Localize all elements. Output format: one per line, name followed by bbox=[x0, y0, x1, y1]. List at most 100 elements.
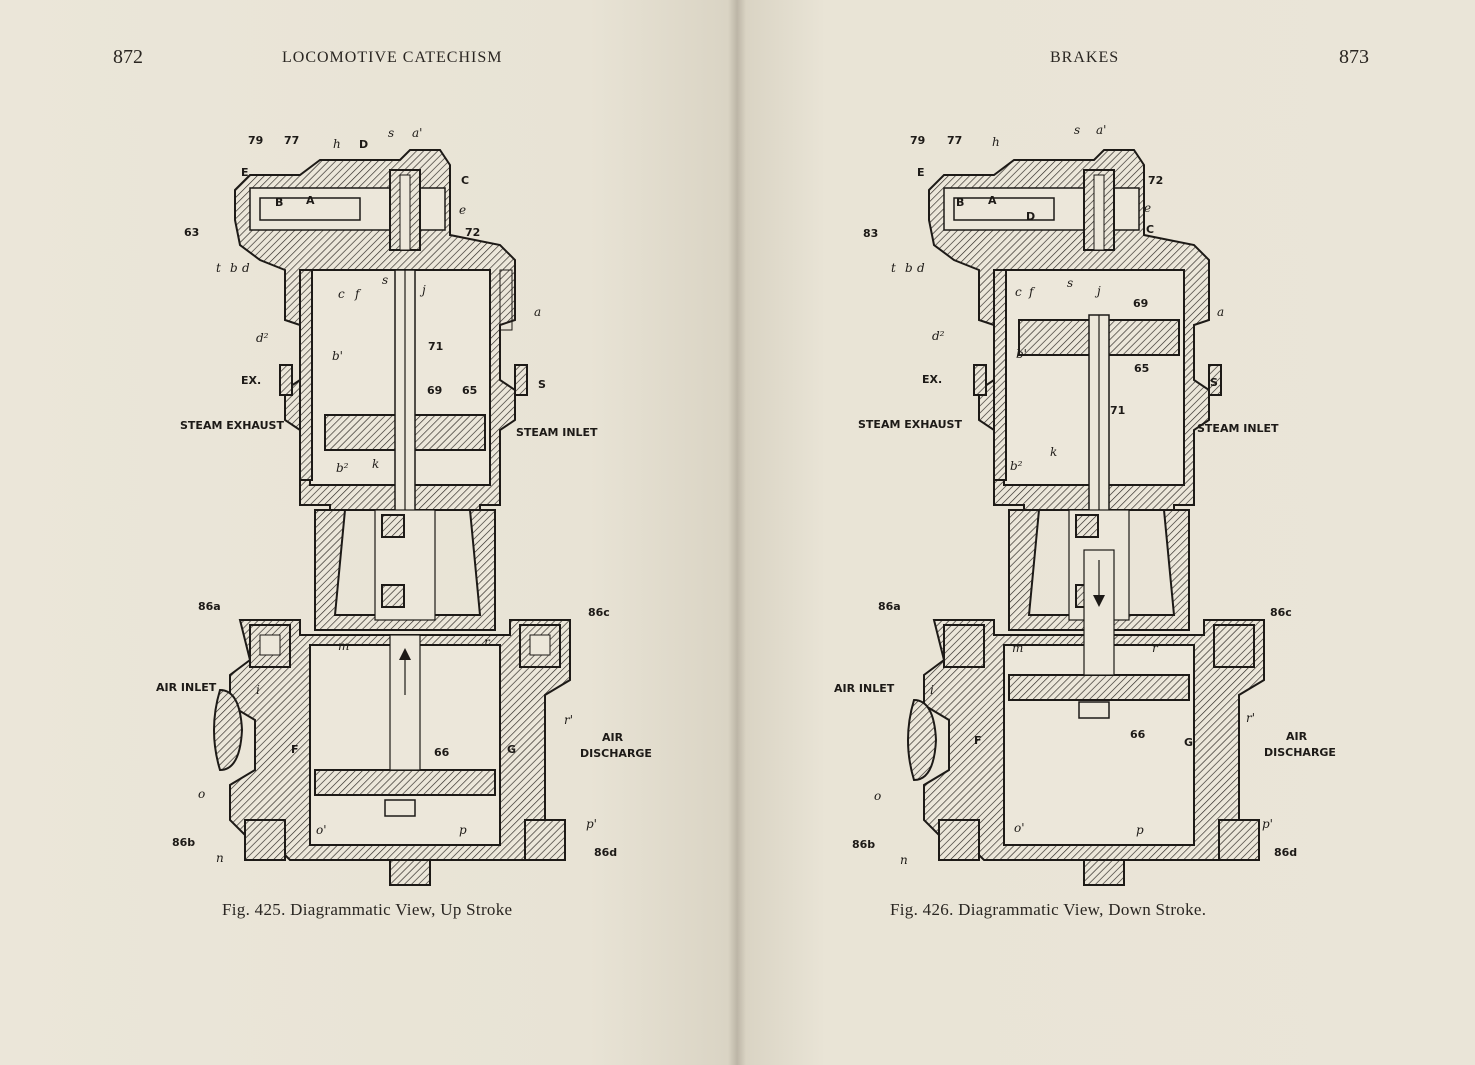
book-gutter bbox=[728, 0, 746, 1065]
label-r: r bbox=[1152, 641, 1159, 655]
label-steam-inlet: STEAM INLET bbox=[1197, 422, 1279, 435]
label-c: c bbox=[338, 287, 345, 301]
right-page: BRAKES 873 bbox=[737, 0, 1475, 1065]
label-F: F bbox=[974, 734, 982, 747]
label-c: c bbox=[1015, 285, 1022, 299]
label-71: 71 bbox=[428, 340, 443, 353]
label-65: 65 bbox=[462, 384, 477, 397]
label-t: t bbox=[891, 261, 896, 275]
label-b1: b' bbox=[1016, 347, 1027, 361]
label-n: n bbox=[900, 853, 908, 867]
label-o: o bbox=[198, 787, 205, 801]
running-head: BRAKES bbox=[1050, 49, 1120, 66]
figure-caption: Fig. 426. Diagrammatic View, Down Stroke… bbox=[890, 900, 1207, 919]
label-p1: p' bbox=[586, 817, 597, 831]
label-C: C bbox=[1146, 223, 1154, 236]
label-e: e bbox=[459, 203, 466, 217]
label-j: j bbox=[419, 283, 426, 297]
label-66: 66 bbox=[1130, 728, 1146, 741]
label-b2: b² bbox=[336, 461, 349, 475]
label-86a: 86a bbox=[878, 600, 901, 613]
label-m: m bbox=[1012, 641, 1023, 655]
figure-caption: Fig. 425. Diagrammatic View, Up Stroke bbox=[222, 900, 513, 919]
label-s1: s bbox=[388, 126, 394, 140]
label-72: 72 bbox=[1148, 174, 1163, 187]
label-s2: s bbox=[382, 273, 388, 287]
label-86c: 86c bbox=[588, 606, 610, 619]
label-k: k bbox=[1050, 445, 1057, 459]
label-G: G bbox=[507, 743, 516, 756]
label-D: D bbox=[1026, 210, 1035, 223]
label-i: i bbox=[256, 683, 260, 697]
label-79: 79 bbox=[248, 134, 263, 147]
label-77: 77 bbox=[947, 134, 962, 147]
label-79: 79 bbox=[910, 134, 925, 147]
label-o1: o' bbox=[1014, 821, 1025, 835]
label-B: B bbox=[956, 196, 964, 209]
label-ex: EX. bbox=[922, 373, 942, 386]
label-E: E bbox=[241, 166, 249, 179]
label-d: d bbox=[917, 261, 925, 275]
figure-426-diagram: 79 77 h s a' E B A D 72 e 83 C t b d c f… bbox=[834, 123, 1336, 886]
label-s1: s bbox=[1074, 123, 1080, 137]
label-b1: b' bbox=[332, 349, 343, 363]
label-t: t bbox=[216, 261, 221, 275]
label-F: F bbox=[291, 743, 299, 756]
label-83: 83 bbox=[863, 227, 878, 240]
label-a: a bbox=[1217, 305, 1224, 319]
left-page: 872 LOCOMOTIVE CATECHISM bbox=[0, 0, 737, 1065]
label-E: E bbox=[917, 166, 925, 179]
label-86d: 86d bbox=[594, 846, 617, 859]
label-r1: r' bbox=[564, 713, 573, 727]
label-air-inlet: AIR INLET bbox=[834, 682, 895, 695]
label-p: p bbox=[1136, 823, 1144, 837]
label-h: h bbox=[992, 135, 1000, 149]
label-G: G bbox=[1184, 736, 1193, 749]
page-number: 873 bbox=[1339, 46, 1369, 68]
label-j: j bbox=[1094, 284, 1101, 298]
label-air-inlet: AIR INLET bbox=[156, 681, 217, 694]
figure-425-diagram: 79 77 h D s a' E B A C e 63 72 t b d c f… bbox=[156, 126, 652, 886]
label-a: a bbox=[534, 305, 541, 319]
label-66: 66 bbox=[434, 746, 450, 759]
label-n: n bbox=[216, 851, 224, 865]
label-s2: s bbox=[1067, 276, 1073, 290]
label-r1: r' bbox=[1246, 711, 1255, 725]
label-86b: 86b bbox=[852, 838, 875, 851]
label-ex: EX. bbox=[241, 374, 261, 387]
label-b: b bbox=[230, 261, 238, 275]
label-63: 63 bbox=[184, 226, 199, 239]
label-d: d bbox=[242, 261, 250, 275]
label-86d: 86d bbox=[1274, 846, 1297, 859]
label-e: e bbox=[1144, 201, 1151, 215]
label-86c: 86c bbox=[1270, 606, 1292, 619]
label-r: r bbox=[484, 635, 491, 649]
label-h: h bbox=[333, 137, 341, 151]
label-A: A bbox=[988, 194, 997, 207]
label-a1: a' bbox=[1096, 123, 1106, 137]
label-72: 72 bbox=[465, 226, 480, 239]
label-D: D bbox=[359, 138, 368, 151]
label-b2: b² bbox=[1010, 459, 1023, 473]
running-head: LOCOMOTIVE CATECHISM bbox=[282, 49, 503, 66]
label-A: A bbox=[306, 194, 315, 207]
label-discharge: DISCHARGE bbox=[1264, 746, 1336, 759]
label-d2: d² bbox=[932, 329, 945, 343]
label-b: b bbox=[905, 261, 913, 275]
label-air: AIR bbox=[1286, 730, 1308, 743]
label-69: 69 bbox=[427, 384, 442, 397]
label-d2: d² bbox=[256, 331, 269, 345]
page-number: 872 bbox=[113, 46, 143, 68]
label-i: i bbox=[930, 683, 934, 697]
label-C: C bbox=[461, 174, 469, 187]
label-steam-inlet: STEAM INLET bbox=[516, 426, 598, 439]
label-k: k bbox=[372, 457, 379, 471]
label-77: 77 bbox=[284, 134, 299, 147]
label-f: f bbox=[354, 287, 362, 301]
label-steam-exhaust: STEAM EXHAUST bbox=[858, 418, 962, 431]
label-65: 65 bbox=[1134, 362, 1149, 375]
label-S: S bbox=[1210, 376, 1218, 389]
label-B: B bbox=[275, 196, 283, 209]
label-69: 69 bbox=[1133, 297, 1148, 310]
label-86a: 86a bbox=[198, 600, 221, 613]
